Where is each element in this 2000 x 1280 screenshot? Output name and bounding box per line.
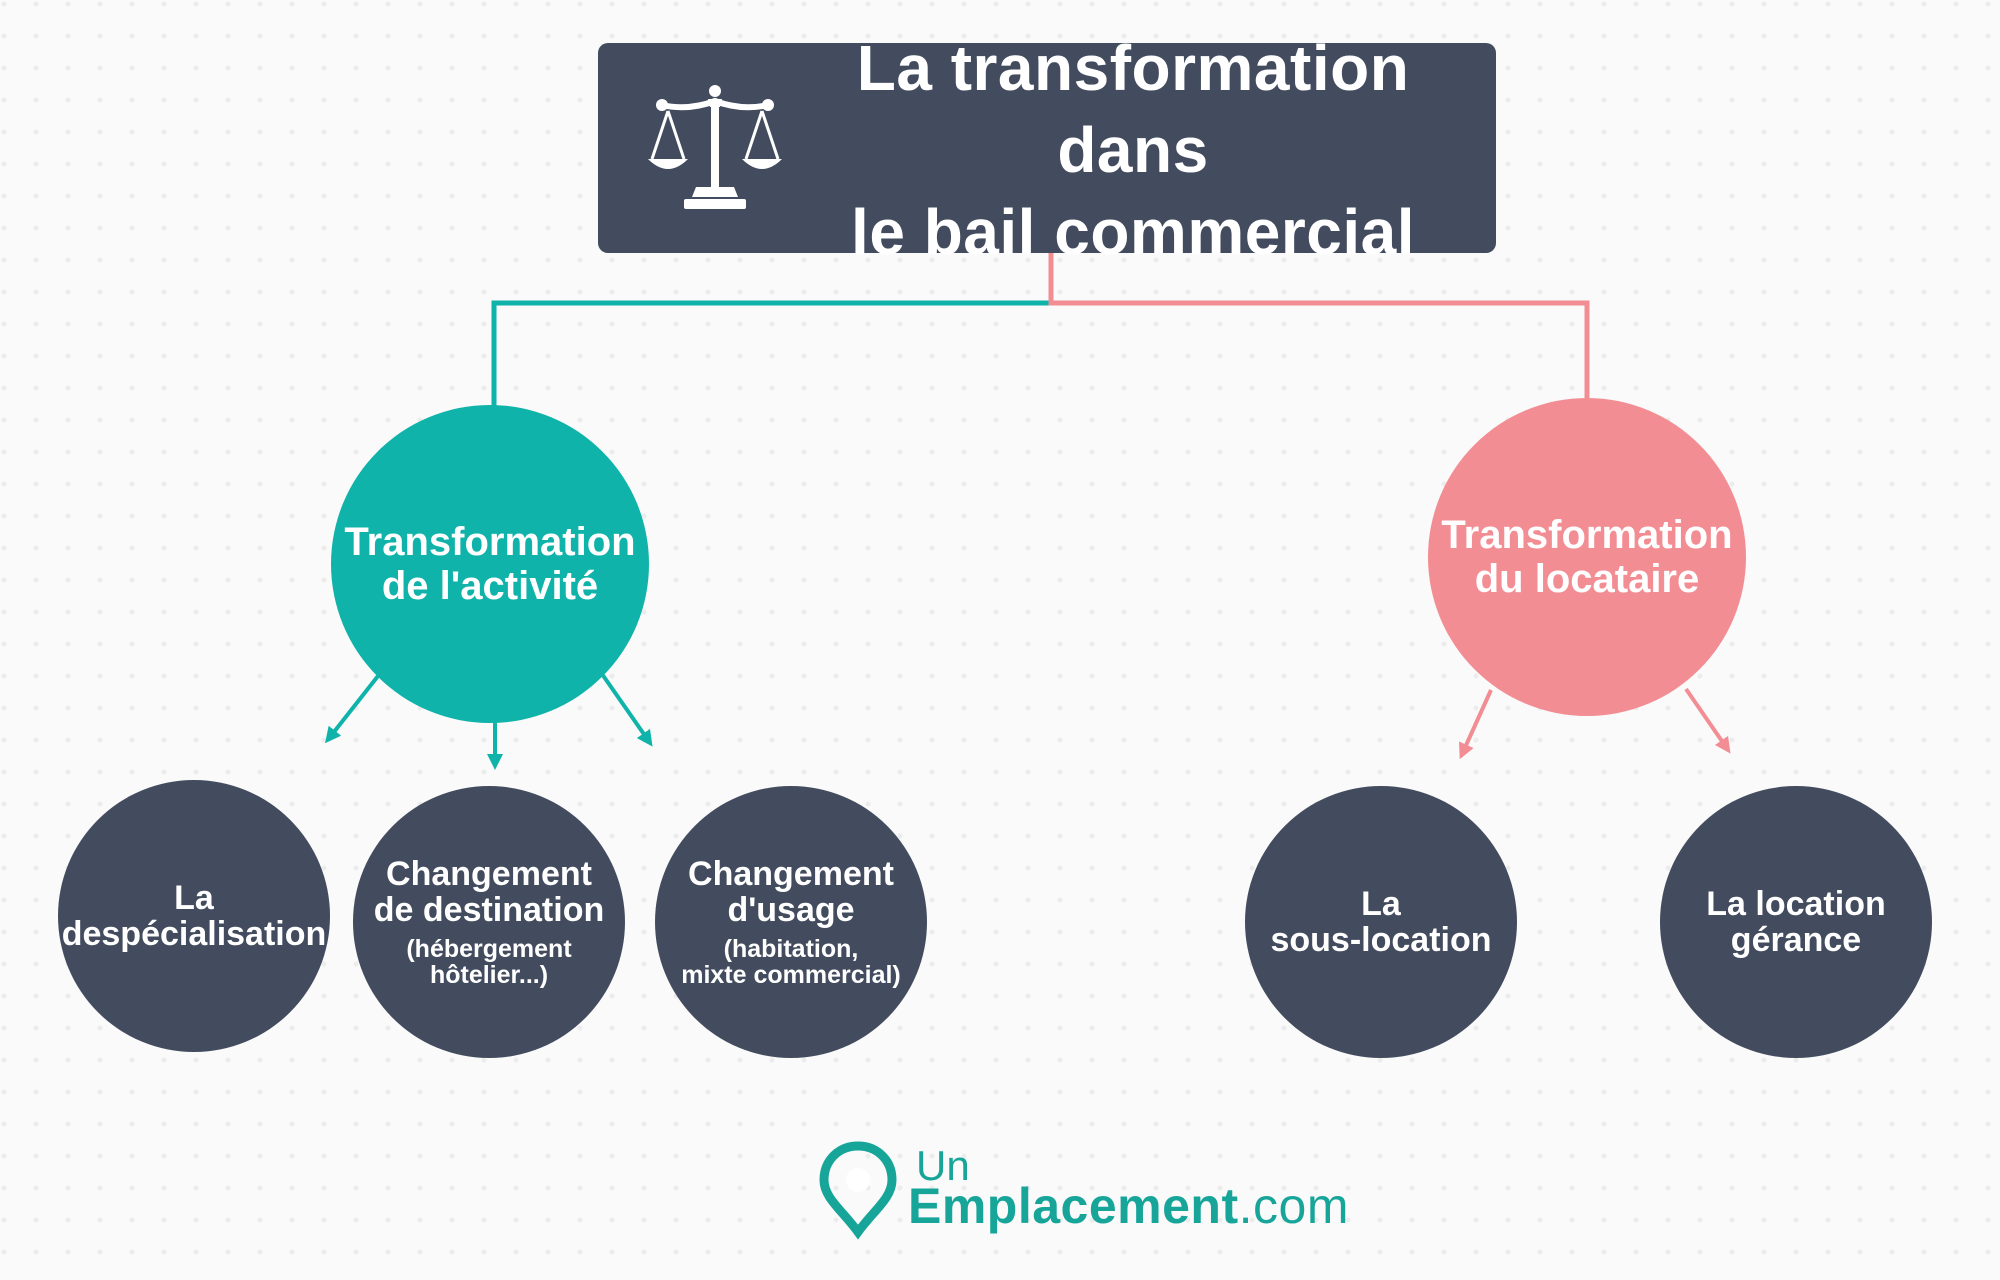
despecialisation-node: La despécialisation — [58, 780, 330, 1052]
title-line-1: La transformation dans — [856, 32, 1410, 186]
node-label-line-1: Changement — [688, 855, 894, 893]
logo-com: .com — [1238, 1178, 1349, 1234]
title-box: La transformation dans le bail commercia… — [598, 32, 1496, 268]
changement-destination-node: Changement de destination (hébergement h… — [353, 786, 625, 1058]
node-label-line-2: de destination — [373, 891, 605, 929]
node-sub-line-1: (hébergement — [406, 935, 572, 963]
node-label-line-1: Transformation — [344, 520, 636, 564]
unemplacement-logo: Un Emplacement.com — [818, 1140, 1348, 1240]
teal-arrows — [325, 672, 653, 770]
logo-emplacement: Emplacement — [908, 1178, 1239, 1234]
page-title: La transformation dans le bail commercia… — [803, 32, 1463, 268]
node-label-line-2: du locataire — [1474, 557, 1700, 601]
node-label-line-2: de l'activité — [381, 564, 599, 608]
node-sub-line-2: hôtelier...) — [429, 961, 549, 989]
transformation-locataire-node: Transformation du locataire — [1428, 398, 1746, 716]
node-label-line-1: La — [174, 879, 214, 917]
node-label-line-2: despécialisation — [61, 915, 327, 953]
pink-connector — [1048, 253, 1590, 400]
changement-usage-node: Changement d'usage (habitation, mixte co… — [655, 786, 927, 1058]
node-sub-line-2: mixte commercial) — [681, 961, 901, 989]
scales-of-justice-icon — [648, 85, 782, 209]
teal-connector — [491, 253, 1054, 408]
title-line-2: le bail commercial — [851, 196, 1415, 268]
location-pin-icon — [819, 1141, 897, 1240]
node-sub-line-1: (habitation, — [723, 935, 859, 963]
node-label-line-2: sous-location — [1270, 921, 1492, 959]
sous-location-node: La sous-location — [1245, 786, 1517, 1058]
location-gerance-node: La location gérance — [1660, 786, 1932, 1058]
transformation-activite-node: Transformation de l'activité — [331, 405, 649, 723]
pink-arrows — [1459, 687, 1731, 760]
node-label-line-1: Changement — [386, 855, 592, 893]
logo-un-text: Un — [916, 1142, 970, 1189]
node-label-line-1: La location — [1706, 885, 1886, 923]
logo-main-text: Emplacement.com — [908, 1178, 1349, 1234]
node-label-line-2: gérance — [1730, 921, 1862, 959]
node-label-line-2: d'usage — [727, 891, 855, 929]
node-label-line-1: Transformation — [1441, 513, 1733, 557]
node-label-line-1: La — [1361, 885, 1401, 923]
